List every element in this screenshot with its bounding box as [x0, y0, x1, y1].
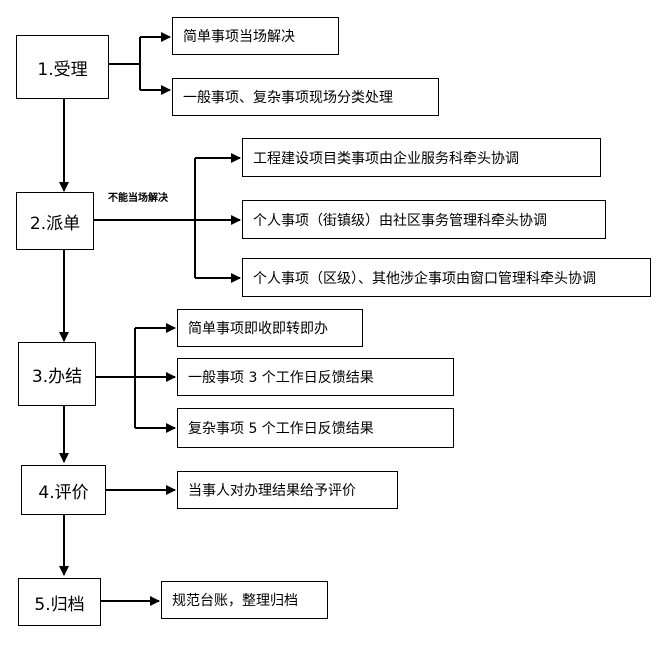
step-dispatch-label: 2.派单	[29, 213, 81, 234]
step-accept: 1.受理	[16, 35, 109, 99]
detail-five-days: 复杂事项 5 个工作日反馈结果	[177, 408, 454, 448]
detail-simple-immediate: 简单事项当场解决	[172, 17, 339, 55]
step-complete-label: 3.办结	[31, 366, 83, 387]
detail-personal-district: 个人事项（区级）、其他涉企事项由窗口管理科牵头协调	[242, 258, 651, 297]
step-complete: 3.办结	[18, 342, 96, 406]
edge-label-cannot-resolve: 不能当场解决	[108, 193, 168, 204]
step-evaluate-label: 4.评价	[38, 482, 89, 503]
step-archive: 5.归档	[18, 578, 101, 626]
detail-three-days: 一般事项 3 个工作日反馈结果	[177, 358, 454, 396]
detail-instant-process: 简单事项即收即转即办	[177, 309, 363, 347]
detail-archive: 规范台账，整理归档	[161, 581, 328, 619]
detail-personal-town: 个人事项（街镇级）由社区事务管理科牵头协调	[242, 200, 606, 239]
step-dispatch: 2.派单	[16, 192, 94, 250]
detail-engineering-projects: 工程建设项目类事项由企业服务科牵头协调	[242, 138, 601, 177]
detail-evaluation: 当事人对办理结果给予评价	[177, 471, 398, 509]
detail-onsite-classify: 一般事项、复杂事项现场分类处理	[172, 78, 439, 116]
step-accept-label: 1.受理	[37, 59, 88, 80]
step-evaluate: 4.评价	[21, 465, 106, 515]
step-archive-label: 5.归档	[34, 594, 85, 615]
